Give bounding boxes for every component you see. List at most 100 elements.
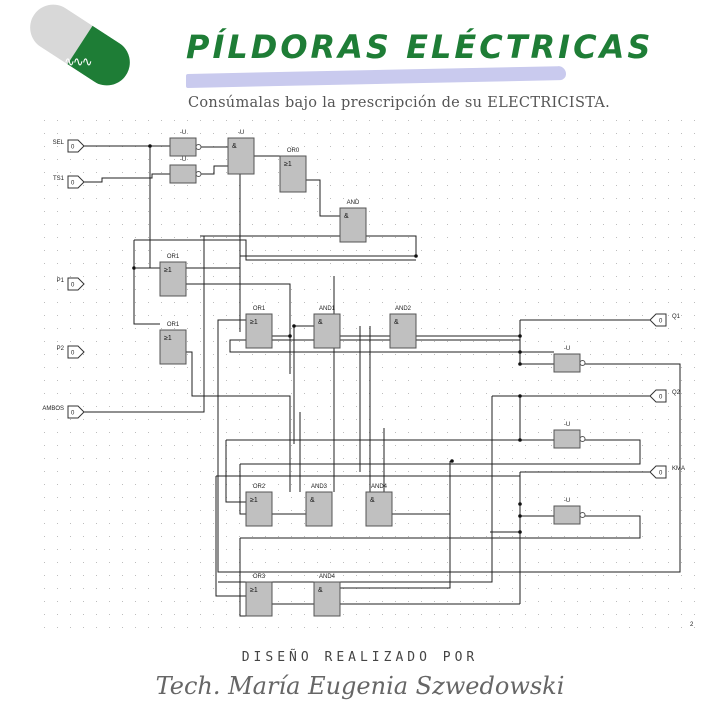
brush-underline: [186, 66, 566, 88]
gate-and4b[interactable]: AND4&: [313, 574, 341, 617]
gate-body: [245, 581, 273, 617]
gate-and0[interactable]: -U&: [227, 130, 255, 175]
gate-or1c[interactable]: OR1≥1: [245, 306, 273, 349]
grid-dot: [473, 146, 474, 147]
grid-dot: [148, 627, 149, 628]
grid-dot: [681, 367, 682, 368]
grid-dot: [525, 341, 526, 342]
output-port-q1[interactable]: 0Q1: [649, 313, 681, 327]
grid-dot: [551, 627, 552, 628]
gate-or1a[interactable]: OR1≥1: [159, 254, 187, 297]
grid-dot: [538, 133, 539, 134]
grid-dot: [447, 263, 448, 264]
grid-dot: [174, 419, 175, 420]
gate-or0[interactable]: OR0≥1: [279, 148, 307, 193]
grid-dot: [616, 393, 617, 394]
grid-dot: [486, 367, 487, 368]
grid-dot: [512, 211, 513, 212]
grid-dot: [44, 575, 45, 576]
gate-notq1[interactable]: -U: [553, 346, 586, 373]
grid-dot: [525, 198, 526, 199]
grid-dot: [460, 367, 461, 368]
gate-not2[interactable]: -U: [169, 157, 202, 184]
grid-dot: [148, 276, 149, 277]
gate-and[interactable]: AND&: [339, 200, 367, 243]
gate-notk[interactable]: -U: [553, 498, 586, 525]
gate-not1[interactable]: -U: [169, 130, 202, 157]
grid-dot: [473, 367, 474, 368]
grid-dot: [44, 380, 45, 381]
grid-dot: [525, 380, 526, 381]
grid-dot: [538, 289, 539, 290]
grid-dot: [226, 302, 227, 303]
grid-dot: [629, 133, 630, 134]
grid-dot: [447, 627, 448, 628]
grid-dot: [473, 536, 474, 537]
grid-dot: [629, 185, 630, 186]
grid-dot: [148, 211, 149, 212]
grid-dot: [57, 445, 58, 446]
grid-dot: [486, 406, 487, 407]
wire: [218, 396, 493, 583]
grid-dot: [187, 601, 188, 602]
grid-dot: [395, 471, 396, 472]
grid-dot: [122, 419, 123, 420]
grid-dot: [460, 328, 461, 329]
grid-dot: [525, 328, 526, 329]
grid-dot: [655, 484, 656, 485]
gate-and3[interactable]: AND3&: [305, 484, 333, 527]
grid-dot: [681, 211, 682, 212]
grid-dot: [395, 211, 396, 212]
grid-dot: [525, 237, 526, 238]
input-port-p1[interactable]: 0P1: [57, 277, 85, 291]
gate-or3[interactable]: OR3≥1: [245, 574, 273, 617]
gate-and4[interactable]: AND4&: [365, 484, 393, 527]
grid-dot: [343, 419, 344, 420]
grid-dot: [447, 302, 448, 303]
grid-dot: [408, 380, 409, 381]
grid-dot: [577, 133, 578, 134]
gate-or2[interactable]: OR2≥1: [245, 484, 273, 527]
grid-dot: [668, 159, 669, 160]
gate-and2[interactable]: AND2&: [389, 306, 417, 349]
grid-dot: [421, 354, 422, 355]
grid-dot: [213, 575, 214, 576]
grid-dot: [213, 367, 214, 368]
grid-dot: [408, 198, 409, 199]
grid-dot: [83, 354, 84, 355]
grid-dot: [551, 562, 552, 563]
gate-or1b[interactable]: OR1≥1: [159, 322, 187, 365]
grid-dot: [213, 198, 214, 199]
grid-dot: [122, 237, 123, 238]
grid-dot: [382, 211, 383, 212]
grid-dot: [304, 523, 305, 524]
grid-dot: [642, 419, 643, 420]
grid-dot: [551, 120, 552, 121]
grid-dot: [356, 250, 357, 251]
grid-dot: [694, 432, 695, 433]
grid-dot: [200, 263, 201, 264]
grid-dot: [629, 159, 630, 160]
grid-dot: [512, 627, 513, 628]
grid-dot: [252, 250, 253, 251]
grid-dot: [187, 497, 188, 498]
grid-dot: [434, 471, 435, 472]
grid-dot: [629, 588, 630, 589]
grid-dot: [395, 354, 396, 355]
grid-dot: [57, 536, 58, 537]
grid-dot: [655, 419, 656, 420]
gate-notq2[interactable]: -U: [553, 422, 586, 449]
grid-dot: [330, 250, 331, 251]
grid-dot: [616, 146, 617, 147]
output-port-q2[interactable]: 0Q2: [649, 389, 681, 403]
grid-dot: [512, 484, 513, 485]
gate-and1[interactable]: AND1&: [313, 306, 341, 349]
input-port-p2[interactable]: 0P2: [57, 345, 85, 359]
grid-dot: [486, 627, 487, 628]
grid-dot: [668, 419, 669, 420]
grid-dot: [655, 380, 656, 381]
